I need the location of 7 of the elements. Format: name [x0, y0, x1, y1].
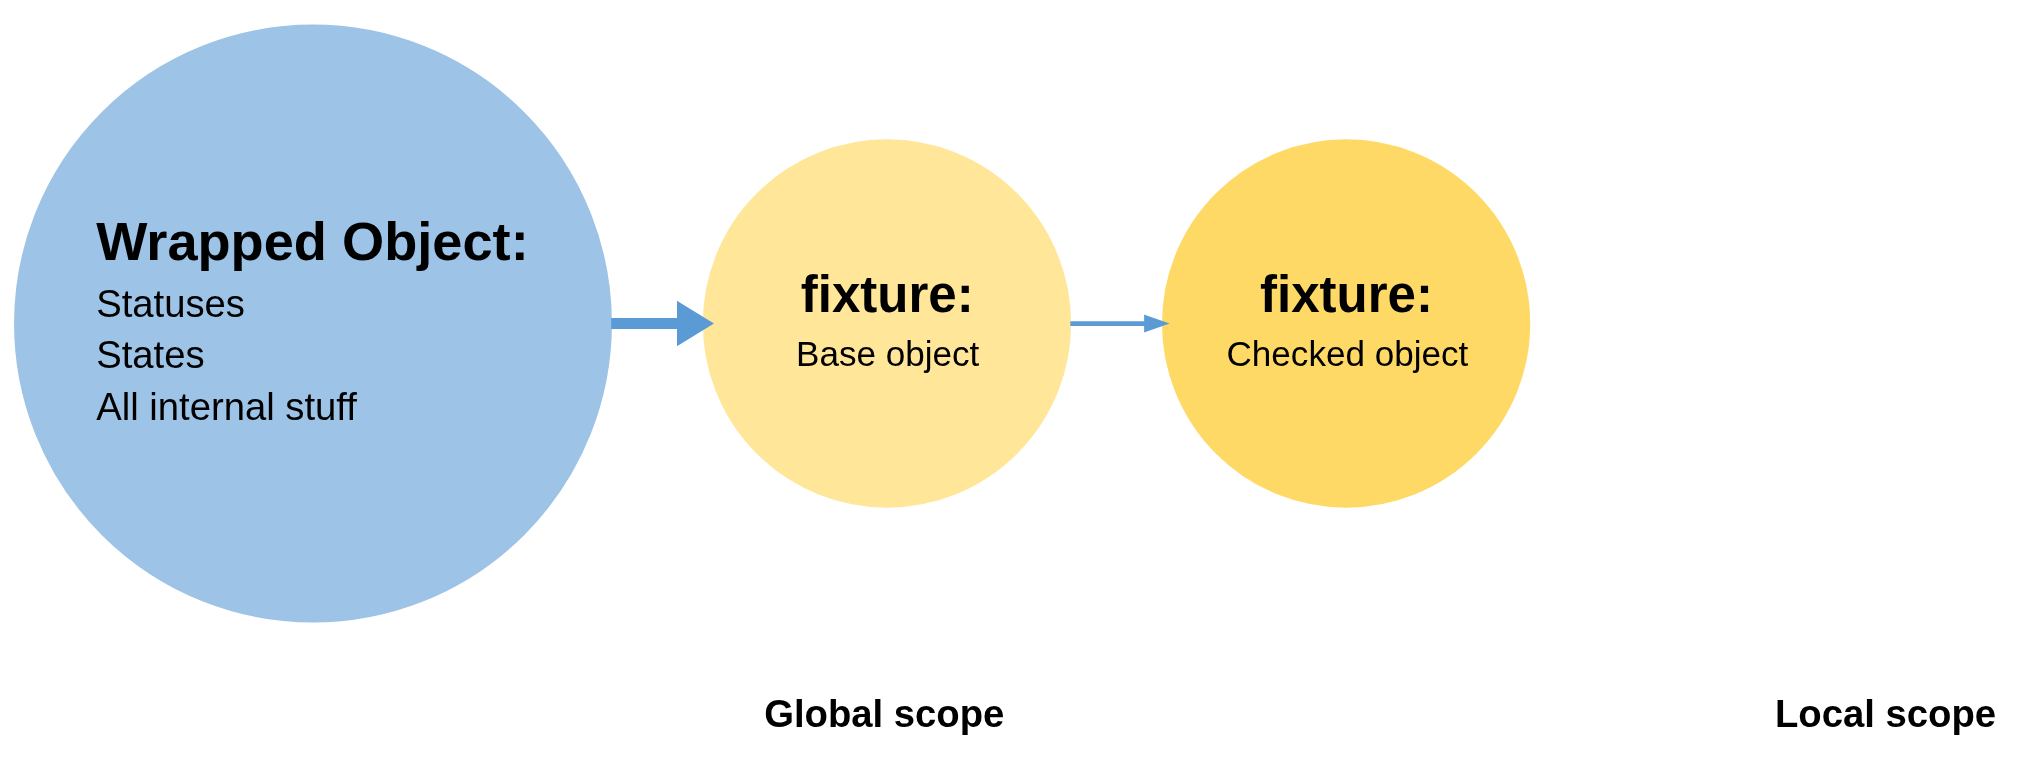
node-circle: Wrapped Object: Statuses States All internal stuff	[14, 24, 612, 623]
arrow	[1070, 314, 1170, 333]
arrow	[611, 300, 714, 347]
node-circle: fixture: Base object	[702, 139, 1072, 508]
label: Global scope	[764, 692, 1005, 736]
node-circle: fixture: Checked object	[1162, 139, 1531, 508]
label: Local scope	[1775, 692, 1997, 736]
